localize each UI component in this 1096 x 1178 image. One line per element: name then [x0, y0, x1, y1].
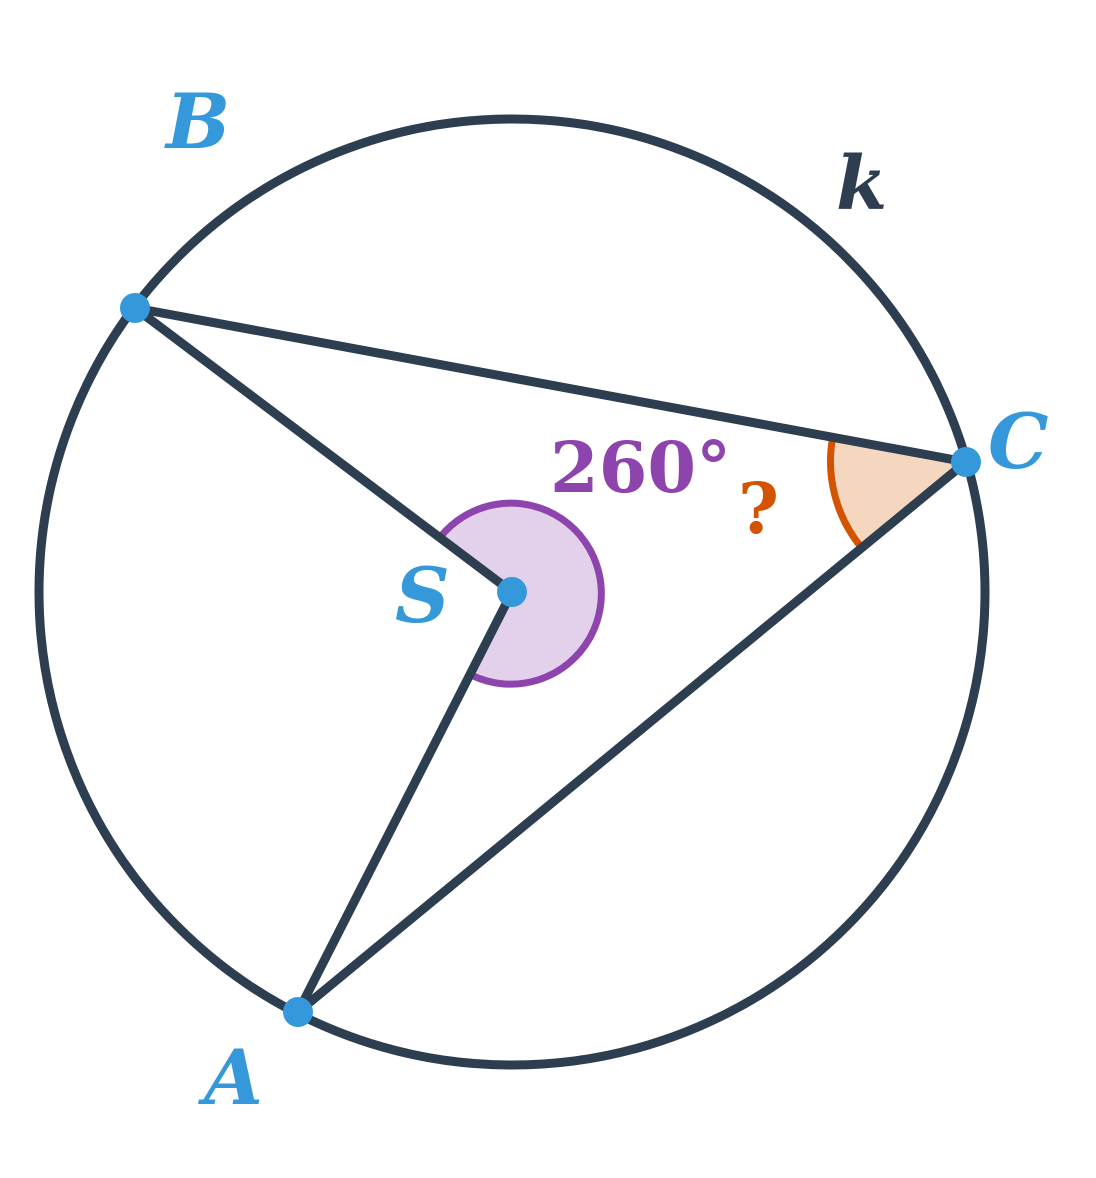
- point-b: [120, 293, 150, 323]
- inscribed-angle-sector: [830, 438, 966, 547]
- segment-bc: [130, 303, 971, 467]
- center-label-s: S: [395, 551, 450, 640]
- point-label-c: C: [988, 397, 1049, 486]
- point-c: [951, 447, 981, 477]
- point-label-b: B: [164, 77, 230, 166]
- circle-label-k: k: [836, 141, 887, 227]
- segment-as: [293, 587, 517, 1017]
- circle-k: [34, 114, 990, 1070]
- segment-ac: [293, 457, 971, 1017]
- point-s: [497, 577, 527, 607]
- inscribed-angle-arc: [827, 437, 864, 550]
- central-angle-arc: [437, 499, 605, 688]
- point-label-a: A: [198, 1033, 263, 1122]
- unknown-angle-label: ?: [738, 467, 779, 550]
- segment-bs: [130, 303, 517, 597]
- point-a: [283, 997, 313, 1027]
- central-angle-label: 260°: [550, 426, 731, 509]
